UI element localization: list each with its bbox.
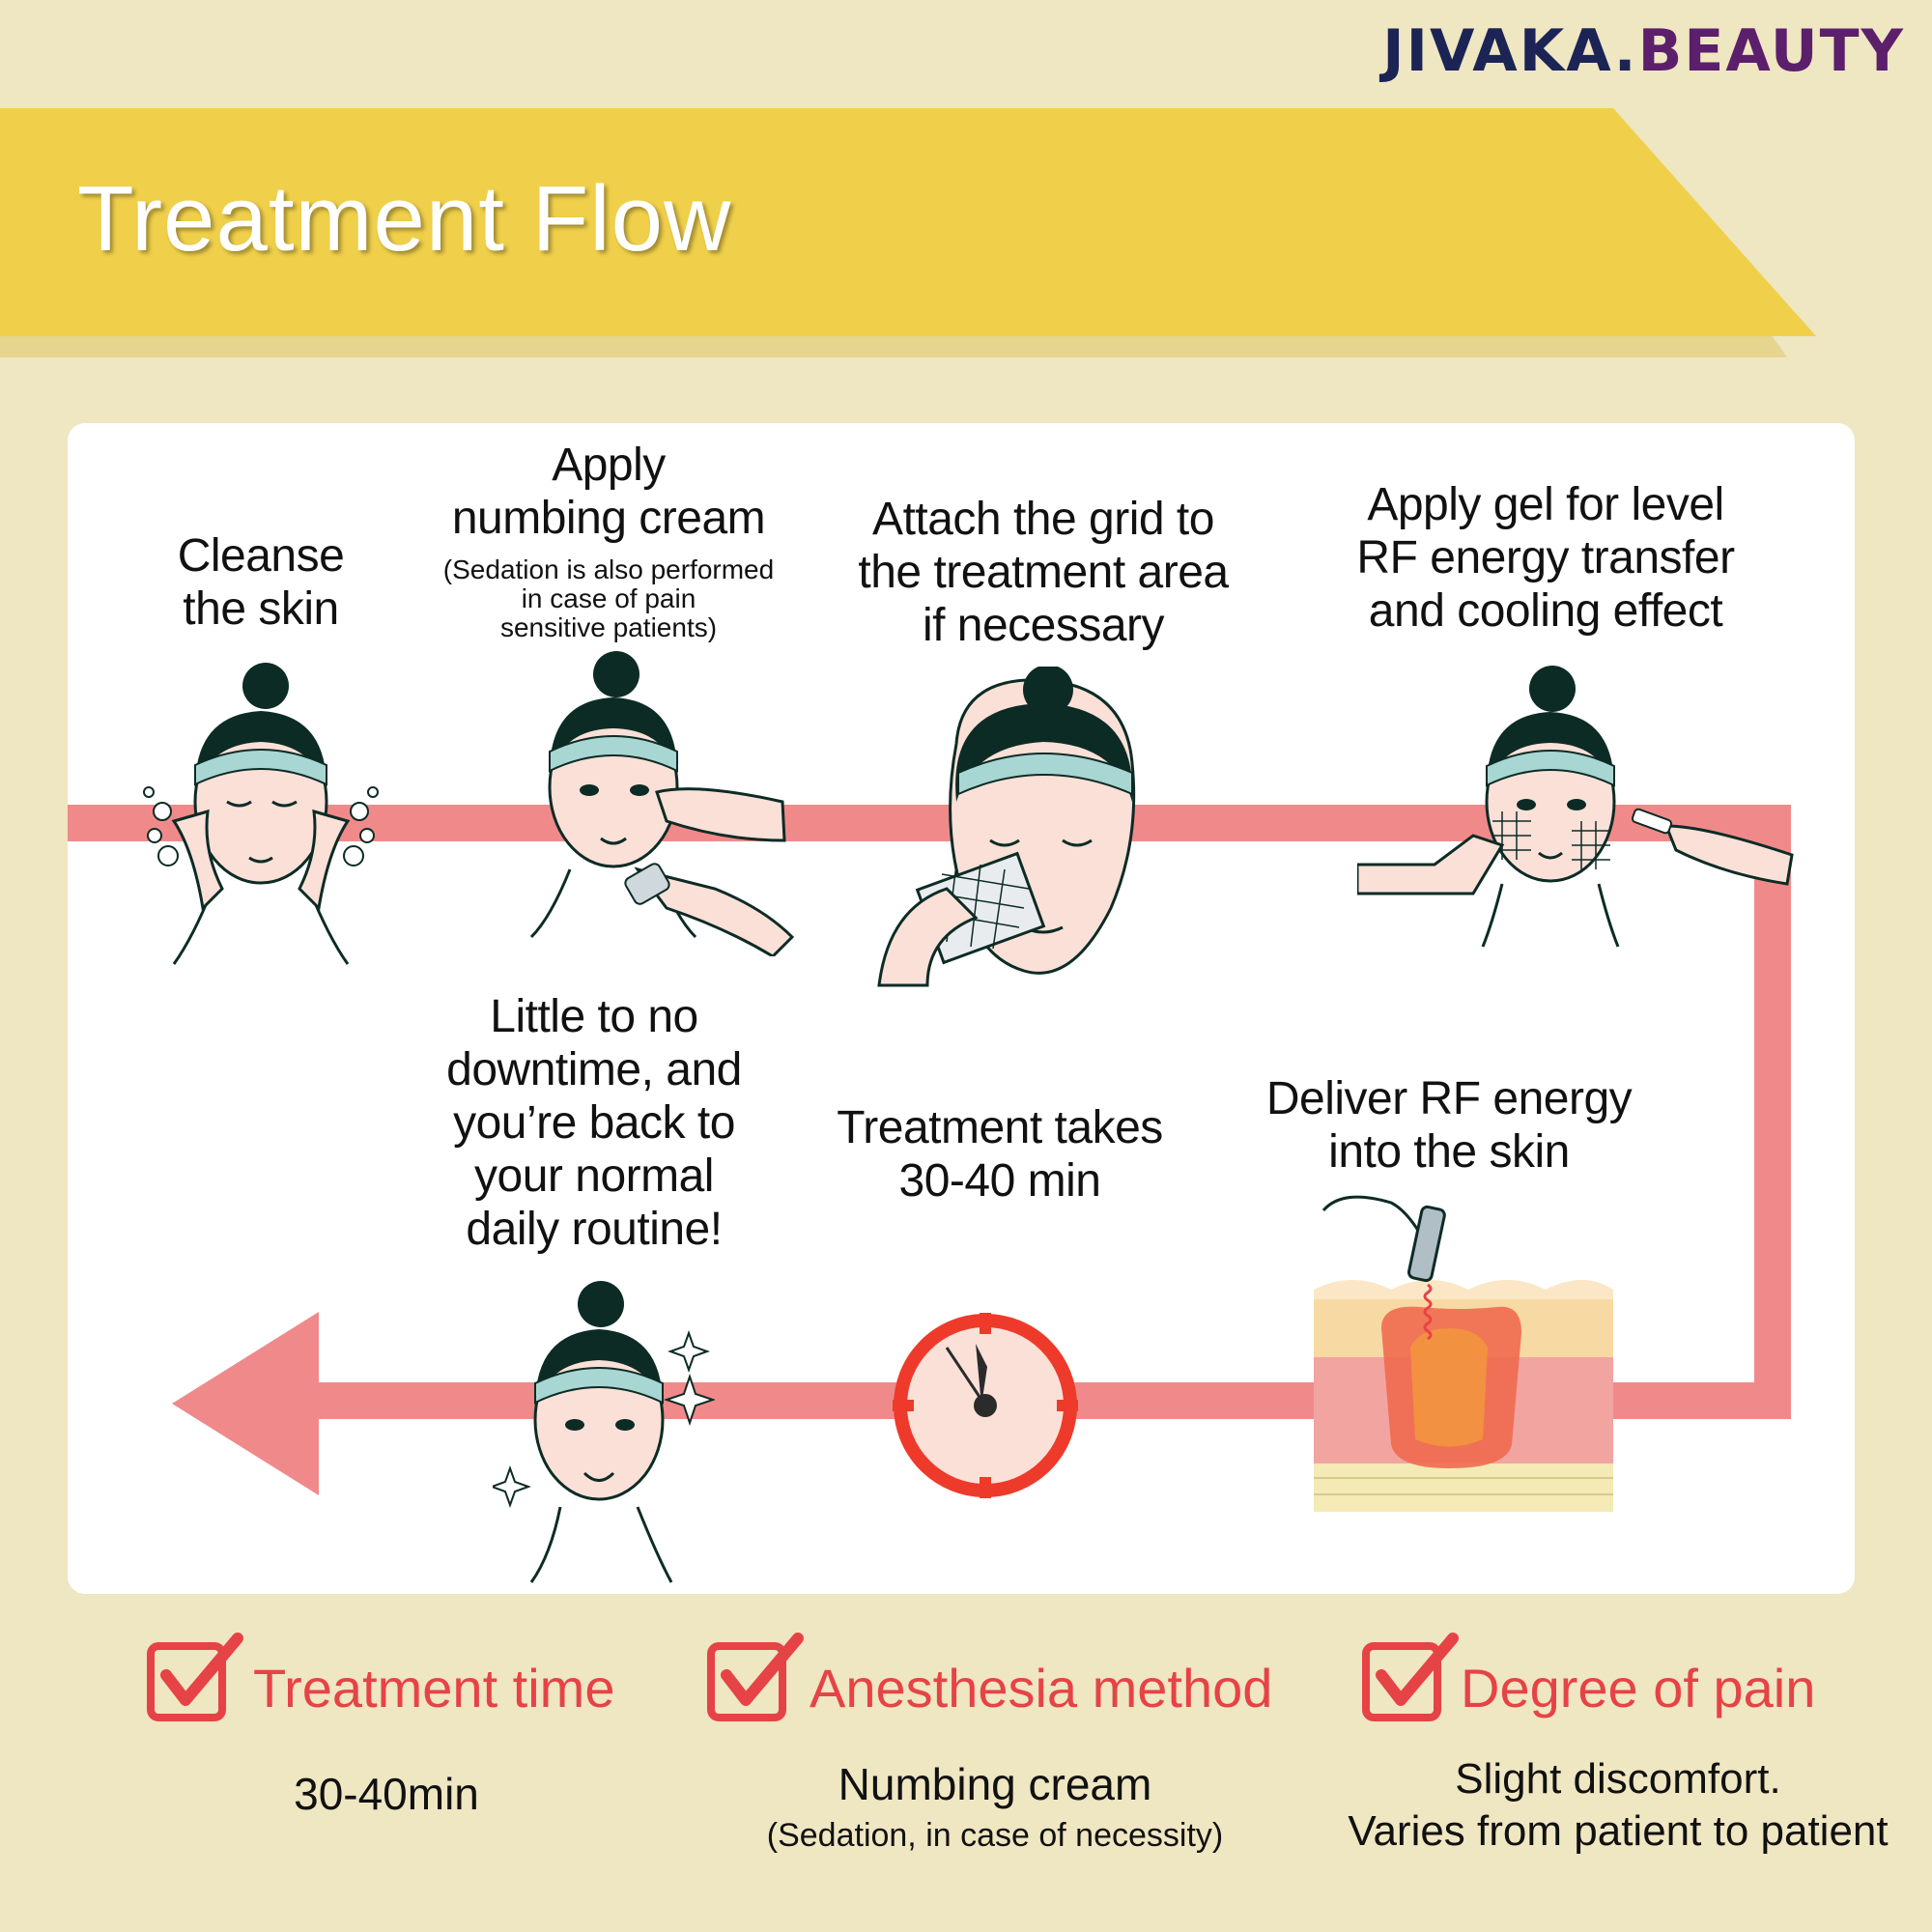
anesthesia-method-note: (Sedation, in case of necessity) bbox=[766, 1817, 1224, 1854]
step-2-caption: Apply numbing cream bbox=[451, 440, 766, 544]
checkbox-icon bbox=[147, 1633, 243, 1721]
degree-of-pain-label: Degree of pain bbox=[1461, 1658, 1816, 1719]
step-4-caption: Apply gel for level RF energy transfer a… bbox=[1356, 479, 1735, 637]
face-numbing-icon bbox=[529, 651, 795, 956]
brand-logo: JIVAKA.BEAUTY bbox=[1382, 17, 1905, 85]
checkbox-icon bbox=[1362, 1633, 1459, 1721]
brand-dot: . bbox=[1613, 17, 1638, 85]
face-grid-icon bbox=[877, 667, 1136, 987]
anesthesia-method-label: Anesthesia method bbox=[810, 1658, 1273, 1719]
title-banner bbox=[0, 108, 1816, 357]
step-7-caption: Little to no downtime, and you’re back t… bbox=[446, 991, 742, 1255]
checkbox-icon bbox=[707, 1633, 804, 1721]
treatment-time-value: 30-40min bbox=[294, 1769, 479, 1819]
degree-of-pain-value: Slight discomfort. Varies from patient t… bbox=[1348, 1755, 1889, 1855]
clock-icon bbox=[893, 1313, 1078, 1498]
treatment-time-label: Treatment time bbox=[253, 1658, 615, 1719]
step-6-caption: Treatment takes 30-40 min bbox=[837, 1102, 1163, 1207]
step-1-caption: Cleanse the skin bbox=[177, 530, 345, 635]
anesthesia-method-value: Numbing cream bbox=[838, 1759, 1152, 1809]
brand-part-2: BEAUTY bbox=[1637, 17, 1905, 85]
step-2-note: (Sedation is also performed in case of p… bbox=[442, 554, 775, 642]
brand-part-1: JIVAKA bbox=[1382, 17, 1614, 85]
skin-layers-rf-icon bbox=[1314, 1195, 1613, 1512]
face-gel-icon bbox=[1357, 666, 1794, 948]
step-5-caption: Deliver RF energy into the skin bbox=[1265, 1073, 1633, 1178]
face-happy-icon bbox=[493, 1281, 715, 1583]
page-title: Treatment Flow bbox=[77, 167, 732, 270]
step-3-caption: Attach the grid to the treatment area if… bbox=[858, 494, 1229, 651]
face-cleansing-icon bbox=[143, 663, 379, 965]
